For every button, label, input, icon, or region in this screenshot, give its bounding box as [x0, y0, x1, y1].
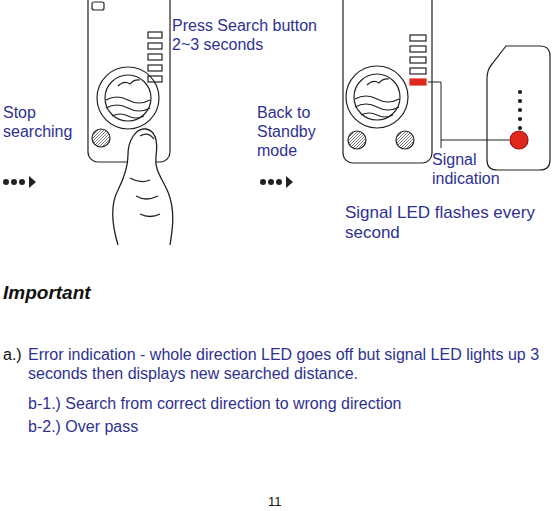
note-text: Error indication - whole direction LED g… [28, 345, 548, 383]
instruction-text: Press Search button 2~3 seconds [172, 16, 332, 54]
note-text: b-2.) Over pass [28, 417, 548, 436]
sequence-arrow [3, 176, 293, 188]
state-label: Stop searching [3, 103, 83, 141]
note-text: b-1.) Search from correct direction to w… [28, 394, 548, 413]
page-number: 11 [268, 492, 288, 511]
hand [113, 129, 173, 245]
list-marker: a.) [3, 345, 29, 364]
receiver-unit-right [343, 0, 432, 163]
state-label: Back to Standby mode [257, 103, 337, 160]
remote-unit [487, 46, 550, 170]
part-label: Signal indication [432, 150, 512, 188]
receiver-unit [88, 0, 170, 162]
note-text: Signal LED flashes every second [345, 203, 553, 243]
leader-line [428, 82, 509, 148]
heading: Important [3, 283, 203, 302]
